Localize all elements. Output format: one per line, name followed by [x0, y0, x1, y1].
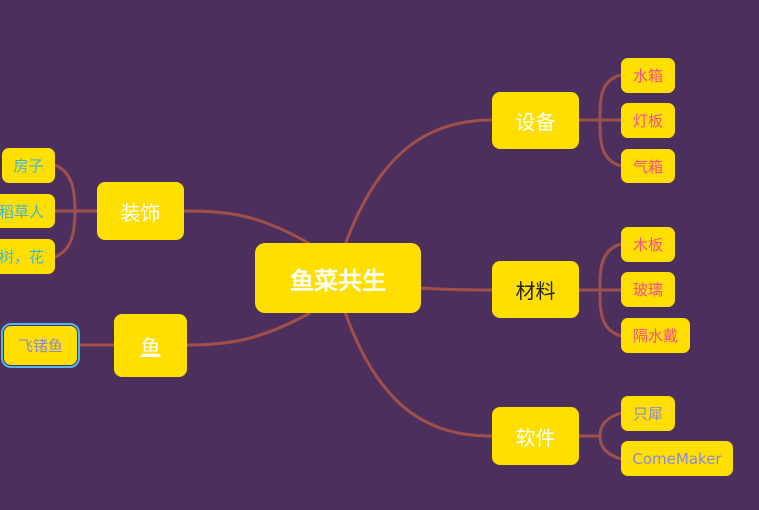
- leaf-node[interactable]: 只犀: [621, 396, 675, 431]
- branch-decor[interactable]: 装饰: [97, 182, 184, 240]
- leaf-label: 气箱: [632, 157, 663, 176]
- leaf-node[interactable]: 稻草人: [0, 194, 55, 228]
- leaf-node[interactable]: 水箱: [621, 58, 675, 93]
- leaf-label: 隔水戴: [632, 327, 678, 345]
- branch-label: 软件: [515, 425, 556, 450]
- leaf-label: 房子: [13, 157, 44, 175]
- root-node[interactable]: 鱼菜共生: [255, 243, 421, 313]
- branch-software[interactable]: 软件: [492, 407, 579, 465]
- leaf-label: 水箱: [632, 67, 663, 85]
- leaf-label: 木板: [632, 236, 663, 254]
- leaf-label: 稻草人: [0, 202, 44, 221]
- leaf-node[interactable]: 玻璃: [621, 272, 675, 307]
- leaf-label: 飞锗鱼: [17, 337, 63, 355]
- leaf-node[interactable]: 房子: [2, 148, 55, 183]
- branch-label: 鱼: [140, 335, 161, 359]
- root-label: 鱼菜共生: [290, 266, 386, 295]
- leaf-node[interactable]: 树，花: [0, 239, 55, 274]
- branch-label: 材料: [515, 279, 556, 303]
- branch-fish[interactable]: 鱼: [114, 314, 187, 377]
- leaf-label: 灯板: [632, 112, 663, 130]
- leaf-node[interactable]: 气箱: [621, 149, 675, 183]
- leaf-label: 玻璃: [632, 281, 663, 299]
- branch-label: 装饰: [120, 200, 161, 225]
- leaf-label: 只犀: [632, 405, 663, 423]
- leaf-node[interactable]: 灯板: [621, 103, 675, 138]
- leaf-label: ComeMaker: [632, 449, 722, 468]
- leaf-label: 树，花: [0, 248, 44, 266]
- branch-materials[interactable]: 材料: [492, 261, 579, 318]
- leaf-node[interactable]: 隔水戴: [621, 318, 690, 353]
- leaf-node[interactable]: ComeMaker: [621, 441, 733, 476]
- leaf-node[interactable]: 木板: [621, 227, 675, 262]
- branch-label: 设备: [515, 110, 556, 134]
- branch-equipment[interactable]: 设备: [492, 92, 579, 149]
- leaf-node-selected[interactable]: 飞锗鱼: [1, 323, 80, 368]
